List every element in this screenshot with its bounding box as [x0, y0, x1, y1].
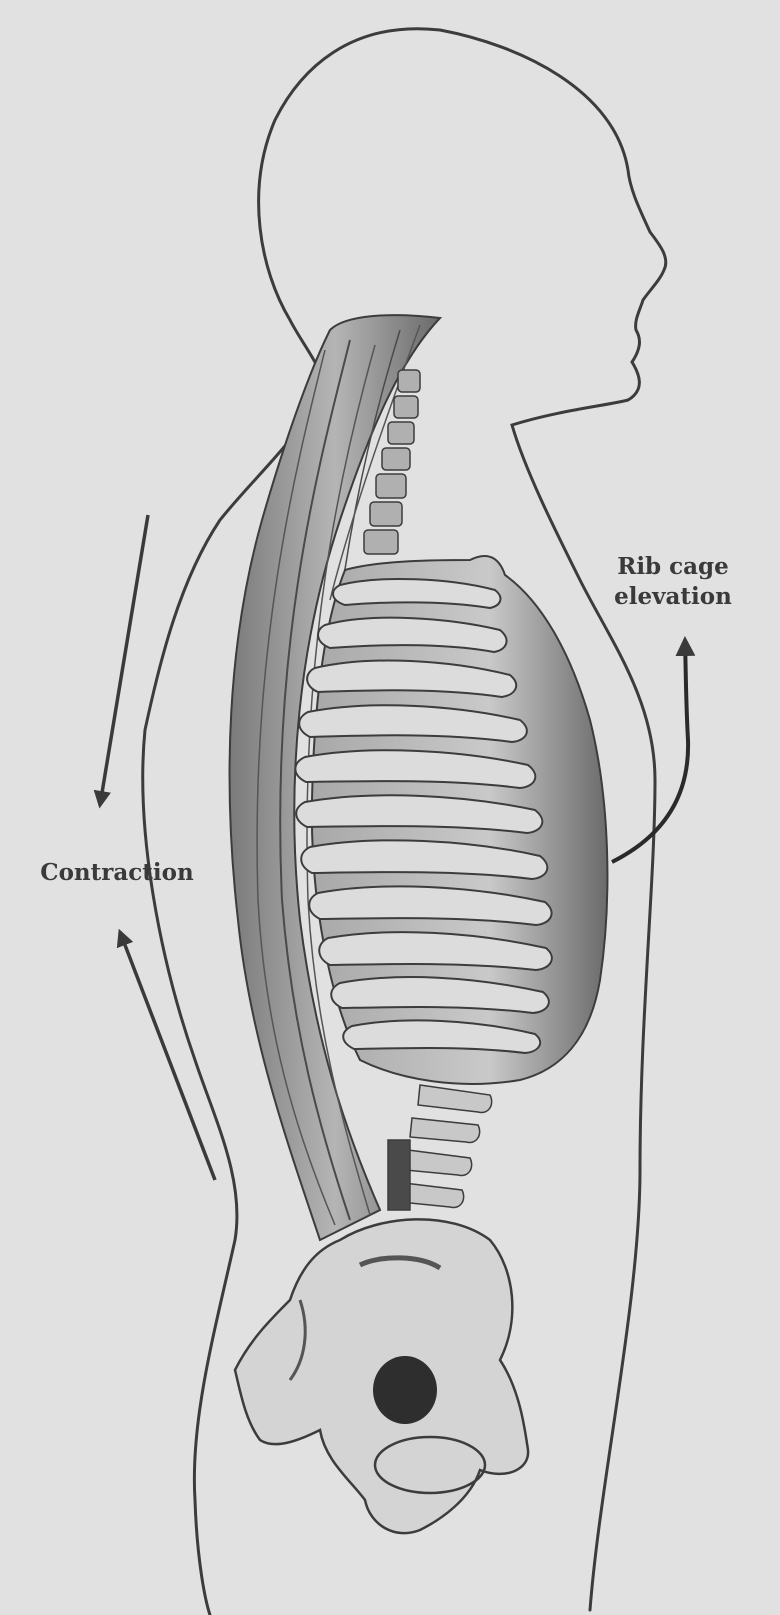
pelvis	[235, 1219, 528, 1533]
contraction-label: Contraction	[22, 858, 212, 888]
rib-elevation-arrow	[612, 640, 688, 862]
lumbar-spine	[388, 1085, 492, 1210]
rib-cage-label-line1: Rib cage	[588, 552, 758, 582]
contraction-arrow-down	[100, 515, 148, 805]
rib-cage-elevation-label: Rib cage elevation	[588, 552, 758, 612]
rib-cage-label-line2: elevation	[588, 582, 758, 612]
